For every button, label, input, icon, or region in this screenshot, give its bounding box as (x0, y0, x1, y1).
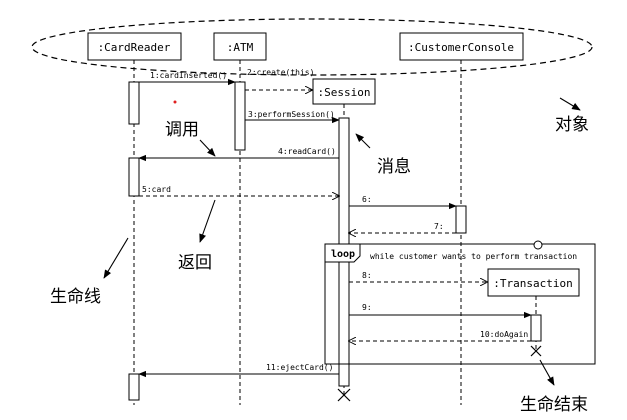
message-1-label: 1:cardInserted() (150, 71, 227, 80)
session-destroy-mark (337, 388, 351, 402)
object-customer-console: :CustomerConsole (399, 32, 524, 61)
object-atm-label: :ATM (227, 41, 254, 54)
message-11-label: 11:ejectCard() (266, 363, 333, 372)
callout-end-of-life-arrow (539, 359, 555, 386)
callout-objects-arrow (559, 97, 581, 111)
message-9-label: 9: (362, 303, 372, 312)
annotation-message: 消息 (377, 157, 411, 177)
message-2-label: 2:create(this) (247, 68, 314, 77)
message-4-label: 4:readCard() (278, 147, 336, 156)
object-customer-console-label: :CustomerConsole (408, 41, 514, 54)
message-6-label: 6: (362, 195, 372, 204)
object-session-label: :Session (318, 86, 371, 99)
message-8-label: 8: (362, 271, 372, 280)
message-5-label: 5:card (142, 185, 171, 194)
annotation-end-of-life: 生命结束 (520, 395, 588, 415)
transaction-destroy-mark (530, 345, 542, 357)
object-session: :Session (312, 78, 376, 105)
object-transaction: :Transaction (487, 268, 580, 297)
activation-card-reader-3 (128, 373, 140, 401)
activation-customer-console (455, 205, 467, 234)
message-3-label: 3:performSession() (248, 110, 335, 119)
callout-lifeline-arrow (103, 237, 129, 279)
callout-message-arrow (355, 133, 371, 149)
loop-fragment: loop while customer wants to perform tra… (324, 240, 596, 365)
activation-card-reader-2 (128, 157, 140, 197)
object-card-reader: :CardReader (87, 32, 182, 61)
message-7-label: 7: (434, 222, 444, 231)
object-transaction-label: :Transaction (493, 277, 572, 290)
annotation-return: 返回 (178, 253, 212, 273)
annotation-objects: 对象 (555, 115, 589, 135)
object-card-reader-label: :CardReader (98, 41, 171, 54)
loop-keyword: loop (331, 249, 355, 260)
loop-guard-marker (533, 240, 543, 250)
annotation-call: 调用 (165, 120, 199, 140)
callout-call-arrow (199, 139, 216, 157)
object-atm: :ATM (213, 32, 267, 61)
activation-transaction (530, 314, 542, 342)
activation-atm (234, 81, 246, 151)
annotation-lifeline: 生命线 (50, 287, 101, 307)
objects-ellipse (31, 18, 593, 76)
message-10-label: 10:doAgain (480, 330, 528, 339)
red-dot (173, 100, 177, 104)
activation-card-reader-1 (128, 81, 140, 125)
loop-condition: while customer wants to perform transact… (370, 252, 577, 261)
callout-return-arrow (199, 199, 216, 243)
